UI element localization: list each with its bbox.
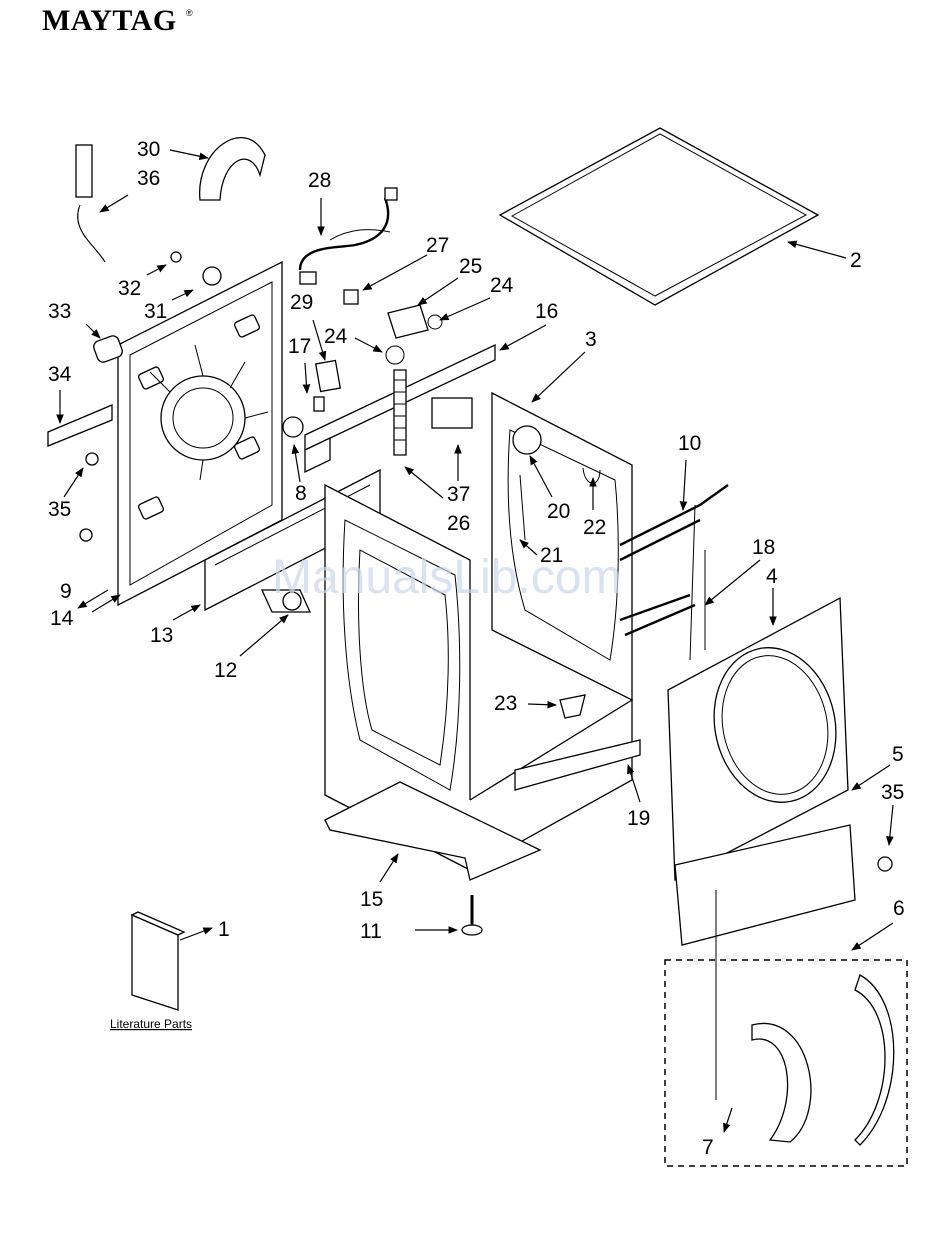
callout-29: 29	[290, 291, 313, 314]
part-drain-hose	[76, 145, 105, 262]
part-literature	[132, 912, 184, 1010]
callout-35b: 35	[881, 781, 904, 804]
callout-34: 34	[48, 363, 72, 386]
callout-26: 26	[447, 512, 470, 535]
callout-16: 16	[535, 300, 558, 323]
callout-8: 8	[295, 482, 307, 505]
literature-caption: Literature Parts	[110, 1017, 192, 1031]
part-top-cover	[500, 128, 818, 305]
part-valve-and-cord	[300, 188, 428, 338]
callout-27: 27	[426, 234, 449, 257]
callout-14: 14	[50, 607, 74, 630]
callout-12: 12	[214, 659, 237, 682]
callout-20: 20	[547, 500, 570, 523]
callout-36: 36	[137, 167, 160, 190]
callout-15: 15	[360, 888, 383, 911]
callout-13: 13	[150, 624, 173, 647]
callout-37: 37	[447, 483, 470, 506]
callout-2: 2	[850, 249, 862, 272]
callout-6: 6	[893, 897, 905, 920]
callout-9: 9	[60, 580, 72, 603]
part-fill-hose	[394, 370, 406, 455]
callout-24a: 24	[324, 325, 348, 348]
callout-30: 30	[137, 138, 160, 161]
part-hose-guide	[200, 138, 265, 200]
callout-7: 7	[702, 1136, 714, 1159]
callout-32: 32	[118, 277, 141, 300]
watermark: ManualsLib.com	[272, 551, 622, 604]
callout-17: 17	[288, 335, 311, 358]
callout-33: 33	[48, 300, 71, 323]
callout-11: 11	[360, 920, 382, 943]
callout-1: 1	[218, 918, 230, 941]
callout-5: 5	[892, 743, 904, 766]
callout-22: 22	[583, 516, 606, 539]
callout-23: 23	[494, 692, 517, 715]
callout-4: 4	[766, 565, 778, 588]
callout-10: 10	[678, 432, 701, 455]
brand-registered-mark: ®	[186, 8, 193, 18]
callout-25: 25	[459, 255, 482, 278]
callout-21: 21	[540, 544, 563, 567]
callout-31: 31	[144, 300, 167, 323]
callout-18: 18	[752, 536, 775, 559]
brand-logo: MAYTAG	[42, 4, 177, 37]
callout-24b: 24	[490, 274, 514, 297]
callout-35a: 35	[48, 498, 71, 521]
callout-28: 28	[308, 169, 331, 192]
part-leveling-leg	[462, 895, 482, 935]
callout-19: 19	[627, 807, 650, 830]
part-wire-harness	[620, 485, 728, 660]
callout-3: 3	[585, 328, 597, 351]
